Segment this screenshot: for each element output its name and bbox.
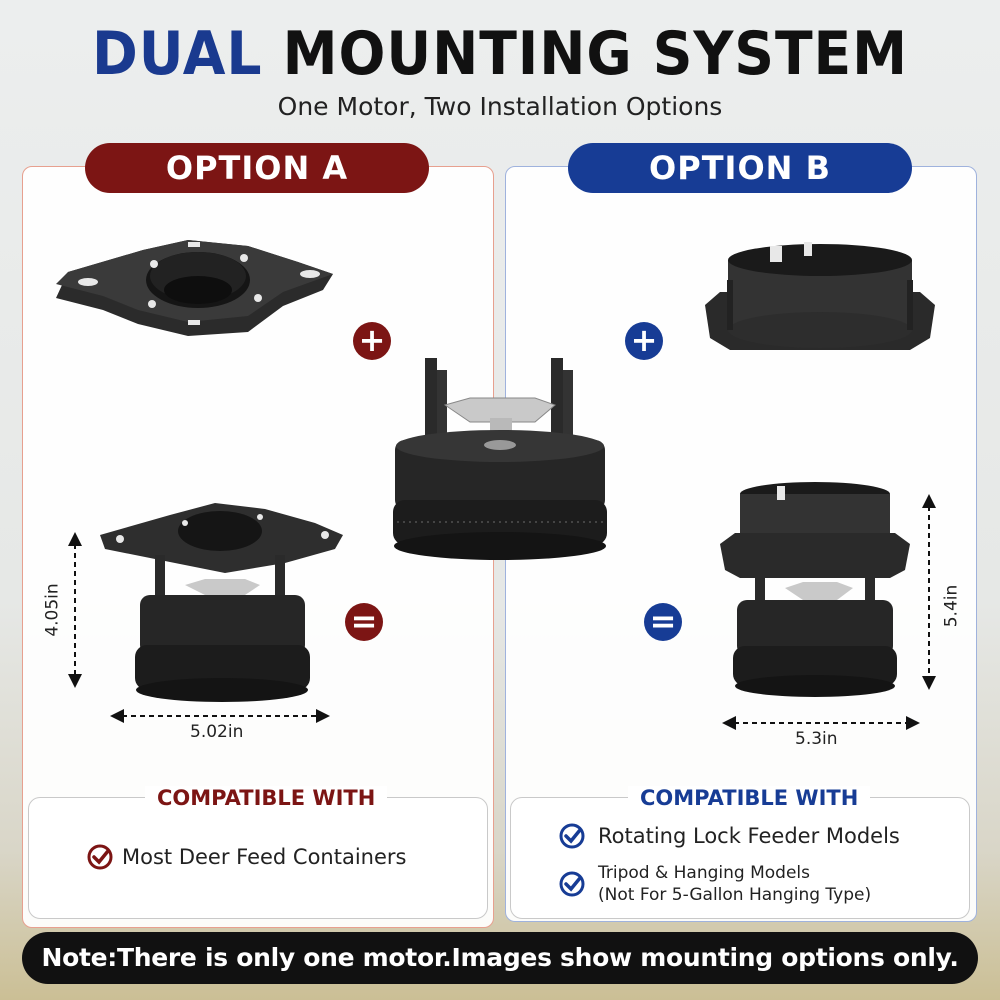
option-a-compat-box (28, 797, 488, 919)
compat-item: Tripod & Hanging Models (Not For 5-Gallo… (558, 862, 871, 906)
check-circle-icon (87, 844, 113, 870)
compat-item-label: Most Deer Feed Containers (122, 845, 407, 869)
note-bar: Note:There is only one motor.Images show… (22, 932, 978, 984)
option-b-compat-box (510, 797, 970, 919)
height-dimension-arrow (68, 532, 82, 688)
height-dimension-label: 5.4in (941, 584, 962, 628)
width-dimension-label: 5.02in (190, 722, 244, 742)
check-circle-icon (559, 823, 585, 849)
compat-item-label: Tripod & Hanging Models (598, 863, 811, 883)
compat-item-label: Rotating Lock Feeder Models (598, 824, 900, 848)
page-title: DUAL MOUNTING SYSTEM (40, 18, 960, 90)
title-accent: DUAL (91, 19, 263, 89)
ring-adapter-image (705, 242, 935, 350)
option-a-compat-heading: COMPATIBLE WITH (145, 786, 388, 810)
compat-item-sublabel: (Not For 5-Gallon Hanging Type) (598, 885, 872, 905)
height-dimension-arrow (922, 494, 936, 690)
plus-circle-icon: + (353, 322, 391, 360)
width-dimension-arrow (722, 716, 920, 730)
equals-circle-icon: = (644, 603, 682, 641)
check-circle-icon (559, 871, 585, 897)
equals-circle-icon: = (345, 603, 383, 641)
height-dimension-label: 4.05in (42, 583, 63, 637)
width-dimension-label: 5.3in (795, 729, 838, 749)
option-b-compat-heading: COMPATIBLE WITH (628, 786, 871, 810)
option-a-label: OPTION A (85, 143, 429, 193)
title-rest: MOUNTING SYSTEM (282, 19, 909, 89)
option-b-label: OPTION B (568, 143, 912, 193)
compat-item: Most Deer Feed Containers (86, 843, 406, 871)
assembled-option-a-image (100, 503, 343, 702)
compat-item: Rotating Lock Feeder Models (558, 822, 900, 850)
plus-circle-icon: + (625, 322, 663, 360)
compat-item-text: Tripod & Hanging Models (Not For 5-Gallo… (598, 862, 871, 906)
motor-image (393, 358, 607, 560)
assembled-option-b-image (720, 482, 910, 697)
mounting-plate-image (56, 240, 333, 336)
page-subtitle: One Motor, Two Installation Options (277, 92, 723, 121)
width-dimension-arrow (110, 709, 330, 723)
